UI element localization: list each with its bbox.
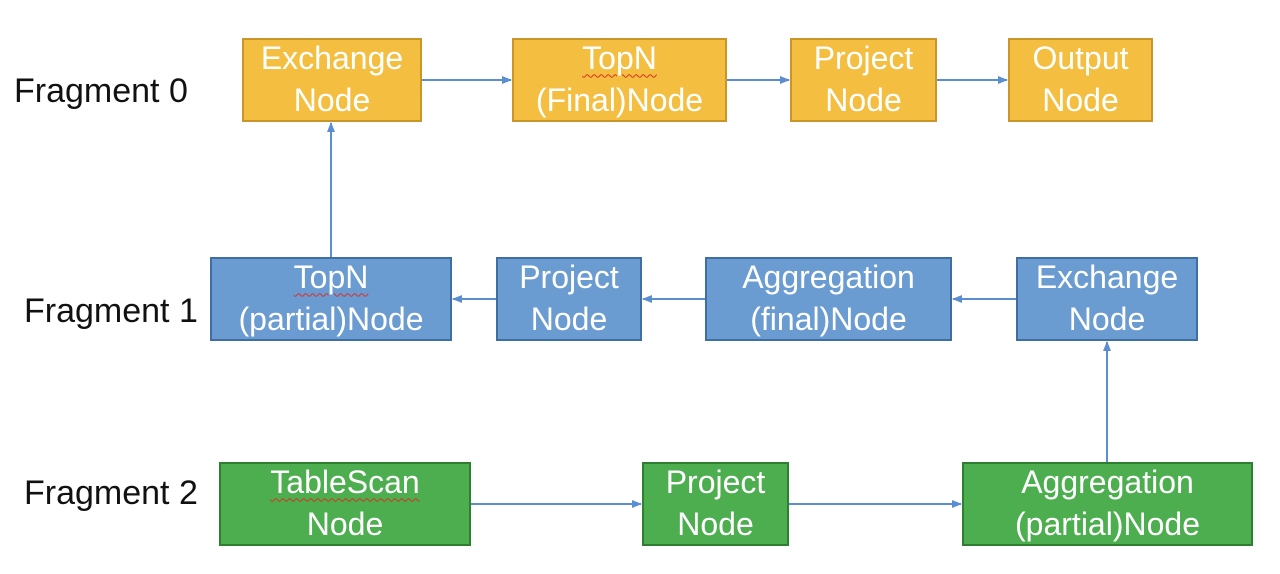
fragment-0-exchange-node: Exchange Node — [242, 38, 422, 122]
node-subtitle: Node — [825, 82, 902, 118]
node-subtitle: (final)Node — [750, 301, 907, 337]
node-title: Aggregation — [742, 259, 915, 296]
node-title: TopN — [582, 40, 657, 77]
node-title: Exchange — [260, 40, 404, 77]
fragment-0-topn-final-node: TopN (Final)Node — [512, 38, 727, 122]
node-subtitle: (partial)Node — [238, 301, 424, 337]
node-subtitle: (partial)Node — [1015, 506, 1200, 542]
node-title: TopN — [293, 259, 369, 296]
fragment-2-label: Fragment 2 — [24, 474, 198, 512]
fragment-0-output-node: Output Node — [1008, 38, 1153, 122]
fragment-0-project-node: Project Node — [790, 38, 937, 122]
fragment-2-project-node: Project Node — [642, 462, 789, 546]
node-subtitle: (Final)Node — [535, 82, 704, 118]
fragment-1-exchange-node: Exchange Node — [1016, 257, 1198, 341]
node-subtitle: Node — [293, 82, 371, 118]
node-title: Project — [519, 259, 619, 296]
node-subtitle: Node — [306, 506, 384, 542]
fragment-2-aggregation-partial-node: Aggregation (partial)Node — [962, 462, 1253, 546]
node-title: Project — [813, 40, 914, 77]
node-title: TableScan — [270, 464, 420, 501]
node-title: Output — [1032, 40, 1129, 77]
node-subtitle: Node — [677, 506, 754, 542]
node-subtitle: Node — [1042, 82, 1119, 118]
fragment-0-label: Fragment 0 — [14, 72, 188, 110]
fragment-1-aggregation-final-node: Aggregation (final)Node — [705, 257, 952, 341]
node-subtitle: Node — [1068, 301, 1146, 337]
node-subtitle: Node — [530, 301, 608, 337]
node-title: Exchange — [1035, 259, 1179, 296]
node-title: Aggregation — [1021, 464, 1194, 501]
fragment-1-project-node: Project Node — [496, 257, 642, 341]
fragment-2-tablescan-node: TableScan Node — [219, 462, 471, 546]
fragment-1-topn-partial-node: TopN (partial)Node — [210, 257, 452, 341]
node-title: Project — [665, 464, 766, 501]
fragment-1-label: Fragment 1 — [24, 292, 198, 330]
